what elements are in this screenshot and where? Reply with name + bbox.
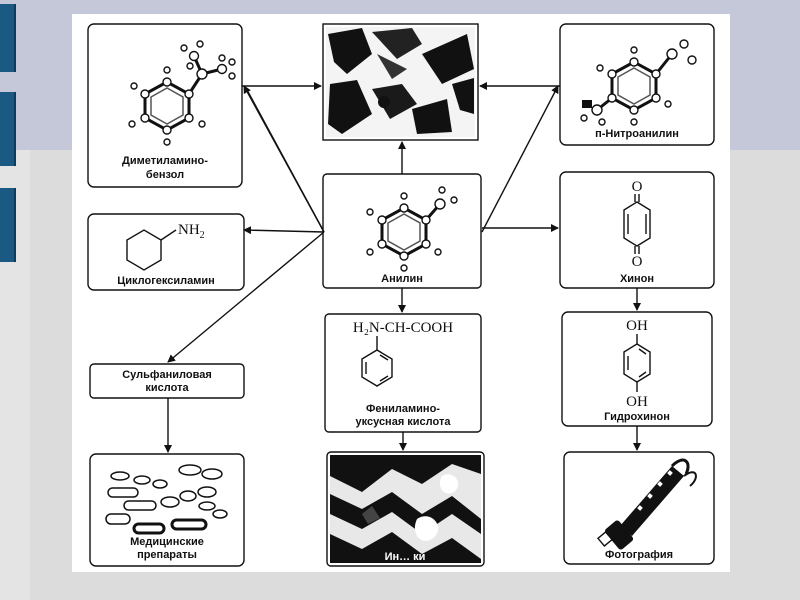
arrow-to-top-box-left [246, 88, 324, 232]
label-dimethylamino-line2: бензол [146, 169, 184, 181]
diagram-slide: Диметиламино- бензол п-Нитроанилин NH2 Ц… [72, 14, 730, 572]
pills-illustration [106, 465, 227, 533]
label-nitroaniline: п-Нитроанилин [595, 128, 679, 140]
arrow-to-cyclohexylamine [244, 230, 324, 232]
amino-acid-formula: H₂N-CH-COOH [353, 320, 453, 336]
cyclohexane-ring [127, 230, 176, 270]
quinone-structure [624, 194, 650, 254]
nitroaniline-molecule [581, 40, 696, 125]
box-nitroaniline [560, 24, 714, 145]
label-medicines-line1: Медицинские [130, 536, 204, 548]
label-hydroquinone: Гидрохинон [604, 411, 670, 423]
quinone-oxygen-bottom: O [632, 254, 643, 270]
hydroquinone-oh-bottom: OH [626, 394, 648, 410]
label-dimethylamino-line1: Диметиламино- [122, 155, 208, 167]
sidebar-tab-1[interactable] [0, 4, 16, 72]
label-sulfanilic-line2: кислота [145, 382, 189, 394]
label-quinone: Хинон [620, 273, 654, 285]
hydroquinone-ring [624, 334, 650, 392]
nh2-formula: NH2 [178, 222, 205, 241]
label-dyes: Ин… ки [385, 551, 426, 563]
dimethylaminobenzene-molecule [129, 41, 235, 145]
aniline-molecule [367, 187, 457, 271]
label-phenylaminoacetic-line2: уксусная кислота [356, 416, 452, 428]
phenyl-ring [362, 336, 392, 386]
sidebar-tab-3[interactable] [0, 188, 16, 262]
hydroquinone-oh-top: OH [626, 318, 648, 334]
quinone-oxygen-top: O [632, 179, 643, 195]
label-medicines-line2: препараты [137, 549, 197, 561]
film-roll-illustration [598, 460, 696, 551]
label-aniline: Анилин [381, 273, 423, 285]
label-phenylaminoacetic-line1: Фениламино- [366, 403, 440, 415]
aniline-uses-diagram: Диметиламино- бензол п-Нитроанилин NH2 Ц… [72, 14, 730, 572]
label-sulfanilic-line1: Сульфаниловая [122, 369, 212, 381]
label-photography: Фотография [605, 549, 673, 561]
arrow-to-nitroaniline [482, 86, 558, 232]
arrow-to-sulfanilic-acid [168, 232, 324, 362]
label-cyclohexylamine: Циклогексиламин [117, 275, 215, 287]
dyes-fabric-image [330, 455, 481, 563]
sidebar-tab-2[interactable] [0, 92, 16, 166]
top-photo-image [326, 27, 475, 137]
